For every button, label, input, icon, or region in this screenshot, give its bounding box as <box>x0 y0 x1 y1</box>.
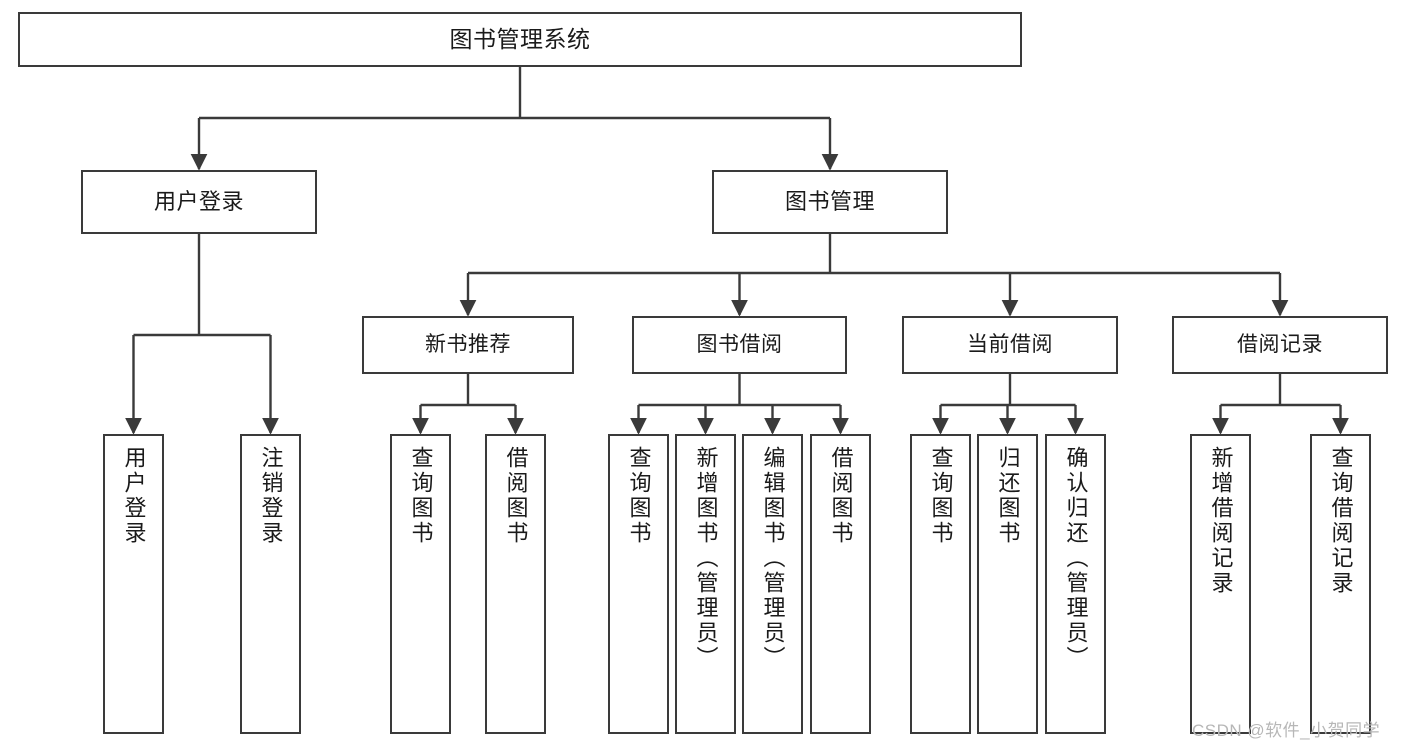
node-label: 查询图书 <box>408 446 434 546</box>
node-leaf-borrow-book-1[interactable]: 借阅图书 <box>485 434 546 734</box>
node-current-borrow[interactable]: 当前借阅 <box>902 316 1118 374</box>
node-leaf-borrow-book-2[interactable]: 借阅图书 <box>810 434 871 734</box>
node-label: 注销登录 <box>258 446 284 546</box>
node-leaf-edit-book[interactable]: 编辑图书（管理员） <box>742 434 803 734</box>
node-user-login[interactable]: 用户登录 <box>81 170 317 234</box>
node-label: 图书借阅 <box>696 332 783 356</box>
node-leaf-query-book-2[interactable]: 查询图书 <box>608 434 669 734</box>
connector-lines <box>125 67 1349 435</box>
node-label: 图书管理系统 <box>449 25 591 52</box>
node-leaf-confirm-return[interactable]: 确认归还（管理员） <box>1045 434 1106 734</box>
node-borrow-record[interactable]: 借阅记录 <box>1172 316 1388 374</box>
node-label: 用户登录 <box>153 189 244 215</box>
node-label: 查询图书 <box>928 446 954 546</box>
node-label: 借阅图书 <box>503 446 529 546</box>
node-new-book-recommend[interactable]: 新书推荐 <box>362 316 574 374</box>
node-label: 当前借阅 <box>967 332 1053 356</box>
node-leaf-logout[interactable]: 注销登录 <box>240 434 301 734</box>
node-label: 归还图书 <box>995 446 1021 546</box>
node-leaf-query-record[interactable]: 查询借阅记录 <box>1310 434 1371 734</box>
node-leaf-add-record[interactable]: 新增借阅记录 <box>1190 434 1251 734</box>
node-label: 借阅记录 <box>1237 332 1323 356</box>
node-label: 新书推荐 <box>425 332 511 356</box>
node-label: 借阅图书 <box>828 446 854 546</box>
node-leaf-query-book-1[interactable]: 查询图书 <box>390 434 451 734</box>
node-label: 编辑图书（管理员） <box>760 446 786 671</box>
node-label: 确认归还（管理员） <box>1063 446 1089 671</box>
node-leaf-return-book[interactable]: 归还图书 <box>977 434 1038 734</box>
node-leaf-add-book[interactable]: 新增图书（管理员） <box>675 434 736 734</box>
node-label: 查询图书 <box>626 446 652 546</box>
node-label: 用户登录 <box>121 446 147 546</box>
node-book-manage[interactable]: 图书管理 <box>712 170 948 234</box>
node-label: 查询借阅记录 <box>1328 446 1354 596</box>
node-label: 新增图书（管理员） <box>693 446 719 671</box>
node-label: 新增借阅记录 <box>1208 446 1234 596</box>
node-leaf-user-login[interactable]: 用户登录 <box>103 434 164 734</box>
node-root[interactable]: 图书管理系统 <box>18 12 1022 67</box>
node-label: 图书管理 <box>784 189 875 215</box>
node-book-borrow[interactable]: 图书借阅 <box>632 316 847 374</box>
node-leaf-query-book-3[interactable]: 查询图书 <box>910 434 971 734</box>
